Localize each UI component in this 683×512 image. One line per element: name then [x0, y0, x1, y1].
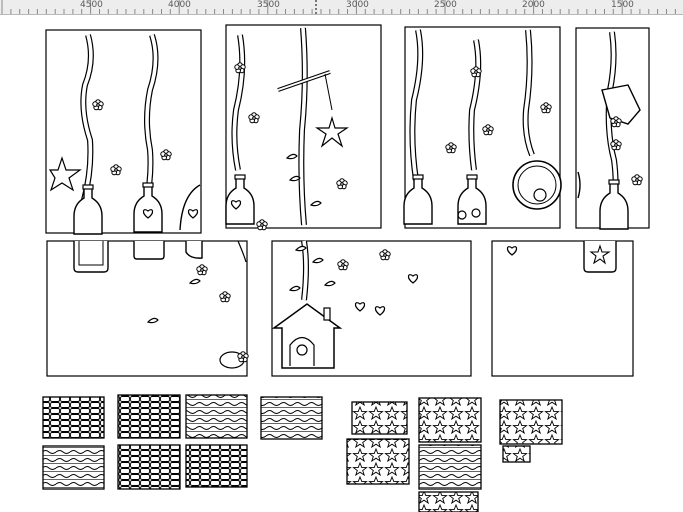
ruler-label: 4500	[80, 0, 103, 10]
ruler-label: 2000	[522, 0, 545, 10]
panel-top-4[interactable]	[575, 27, 650, 230]
ruler-label: 3000	[346, 0, 369, 10]
panel-top-2[interactable]	[225, 24, 382, 231]
ruler-label: 3500	[257, 0, 280, 10]
drawing-canvas[interactable]	[0, 15, 683, 512]
panel-top-1[interactable]	[45, 29, 202, 235]
ruler-label: 4000	[168, 0, 191, 10]
artwork	[42, 24, 650, 512]
panel-mid-2[interactable]	[271, 240, 472, 377]
horizontal-ruler[interactable]: 4500 4000 3500 3000 2500 2000 1500	[0, 0, 683, 15]
panel-mid-3[interactable]	[491, 240, 634, 377]
tile-thumbnails[interactable]	[42, 394, 563, 512]
ruler-label: 2500	[434, 0, 457, 10]
panel-mid-1[interactable]	[46, 240, 249, 377]
ruler-ticks	[1, 0, 676, 14]
ruler-label: 1500	[611, 0, 634, 10]
panel-top-3[interactable]	[403, 26, 562, 229]
